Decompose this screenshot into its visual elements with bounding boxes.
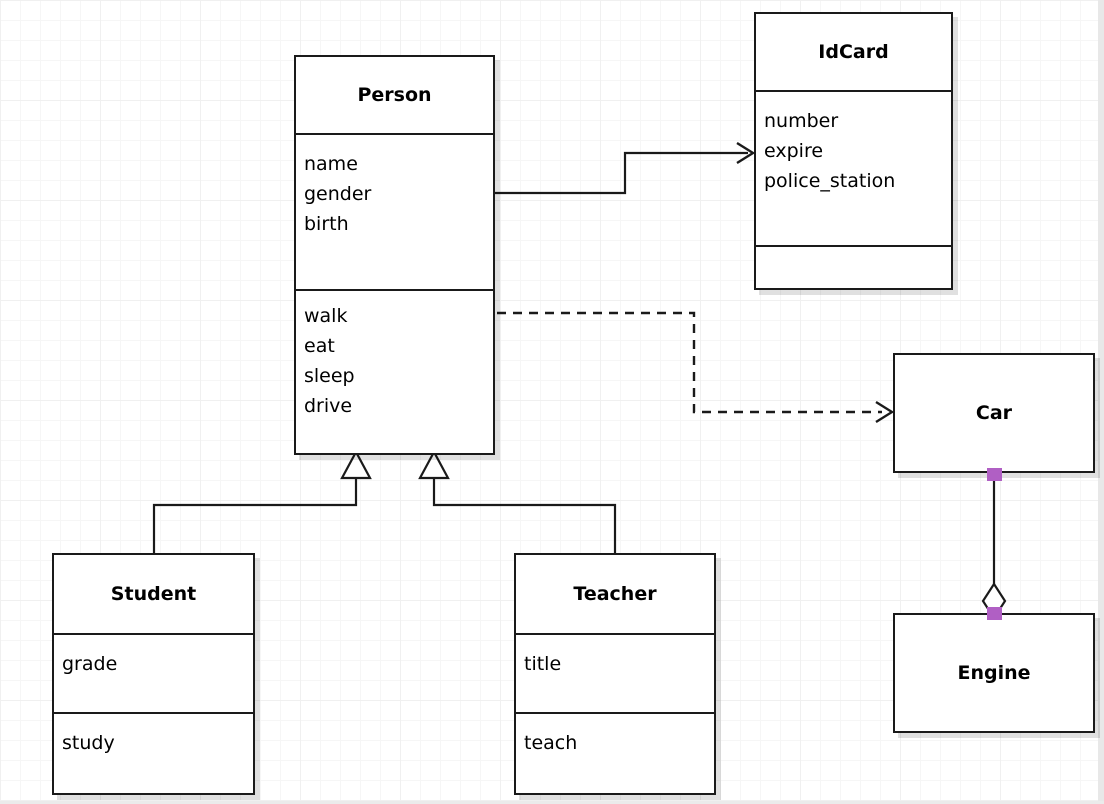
method-item: sleep — [304, 364, 355, 387]
class-title-student: Student — [54, 555, 253, 633]
class-title-teacher: Teacher — [516, 555, 714, 633]
attribute-item: birth — [304, 213, 349, 236]
attribute-item: expire — [764, 139, 824, 162]
generalization-line — [432, 476, 617, 555]
class-box-car[interactable]: Car — [893, 353, 1095, 473]
method-item: walk — [304, 304, 348, 327]
generalization-line — [152, 476, 358, 555]
class-attributes-student: grade — [54, 633, 253, 712]
aggregation-car-engine[interactable] — [981, 468, 1007, 621]
class-title-car: Car — [895, 355, 1093, 471]
dependency-line — [497, 311, 882, 414]
class-name-label: Engine — [957, 662, 1031, 684]
class-methods-teacher: teach — [516, 712, 714, 793]
class-box-student[interactable]: Student grade study — [52, 553, 255, 795]
open-arrowhead — [736, 141, 756, 165]
class-box-engine[interactable]: Engine — [893, 613, 1095, 733]
endpoint-handle-source[interactable] — [987, 468, 1002, 481]
class-box-idcard[interactable]: IdCard number expire police_station — [754, 12, 953, 290]
canvas-right-edge — [1098, 0, 1104, 804]
class-name-label: Teacher — [573, 583, 657, 606]
class-title-engine: Engine — [895, 615, 1093, 731]
class-attributes-person: name gender birth — [296, 133, 493, 288]
attribute-item: number — [764, 109, 839, 132]
class-title-person: Person — [296, 57, 493, 133]
endpoint-handle-target[interactable] — [987, 607, 1002, 620]
class-attributes-teacher: title — [516, 633, 714, 712]
association-person-idcard[interactable] — [495, 141, 756, 195]
open-arrowhead — [875, 400, 895, 424]
canvas-bottom-edge — [0, 801, 1104, 804]
hollow-triangle-arrowhead — [418, 449, 450, 480]
attribute-item: police_station — [764, 169, 896, 192]
method-item: teach — [524, 732, 578, 755]
generalization-student-person[interactable] — [152, 449, 372, 555]
class-name-label: Student — [110, 583, 197, 606]
attribute-item: gender — [304, 183, 372, 206]
class-attributes-idcard: number expire police_station — [756, 89, 951, 246]
class-name-label: Car — [975, 402, 1013, 424]
dependency-person-car[interactable] — [497, 311, 895, 424]
attribute-item: grade — [62, 653, 118, 676]
class-methods-idcard — [756, 245, 951, 288]
class-box-teacher[interactable]: Teacher title teach — [514, 553, 716, 795]
class-name-label: Person — [357, 84, 432, 107]
class-box-person[interactable]: Person name gender birth walk eat sleep … — [294, 55, 495, 455]
hollow-triangle-arrowhead — [340, 449, 372, 480]
class-name-label: IdCard — [818, 40, 889, 63]
association-line — [495, 151, 748, 195]
method-item: study — [62, 732, 115, 755]
class-methods-student: study — [54, 712, 253, 793]
method-item: eat — [304, 334, 335, 357]
attribute-item: title — [524, 653, 562, 676]
class-title-idcard: IdCard — [756, 14, 951, 90]
method-item: drive — [304, 394, 353, 417]
generalization-teacher-person[interactable] — [418, 449, 617, 555]
class-methods-person: walk eat sleep drive — [296, 288, 493, 453]
attribute-item: name — [304, 153, 358, 176]
